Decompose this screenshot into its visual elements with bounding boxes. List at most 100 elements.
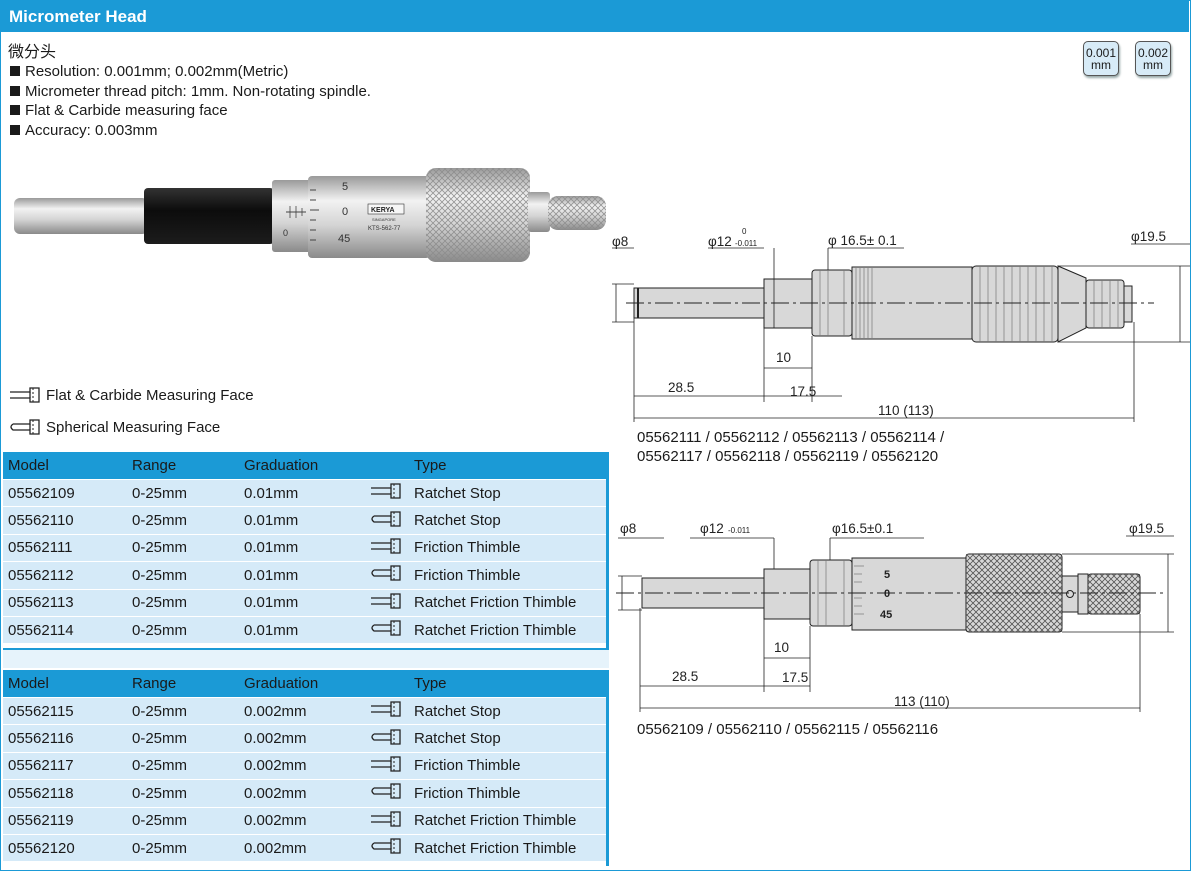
dwg1-dia-stem: φ12	[708, 234, 732, 249]
table-bottom-border	[3, 648, 609, 650]
cell-face-icon	[361, 506, 409, 535]
cell-range: 0-25mm	[127, 506, 239, 535]
dwg1-dia-spindle: φ8	[612, 234, 628, 249]
cell-range: 0-25mm	[127, 561, 239, 590]
dwg2-scale-mark: 5	[884, 569, 890, 581]
cell-range: 0-25mm	[127, 615, 239, 644]
cell-type: Friction Thimble	[409, 751, 609, 780]
cell-type: Ratchet Stop	[409, 724, 609, 753]
photo-spindle	[14, 198, 148, 234]
cell-graduation: 0.01mm	[239, 561, 361, 590]
photo-scale-mark: 5	[342, 181, 348, 193]
spherical-face-icon	[371, 728, 401, 745]
cell-type: Ratchet Stop	[409, 696, 609, 725]
flat-face-icon	[371, 701, 401, 717]
bullet-icon	[10, 85, 20, 96]
feature-item: Flat & Carbide measuring face	[10, 101, 371, 121]
cell-face-icon	[361, 615, 409, 644]
dwg2-dim-total: 113 (110)	[894, 694, 950, 709]
cell-type: Ratchet Stop	[409, 506, 609, 535]
cell-type: Ratchet Friction Thimble	[409, 588, 609, 617]
cell-range: 0-25mm	[127, 588, 239, 617]
resolution-badge-0002: 0.002 mm	[1135, 41, 1171, 76]
cell-model: 05562114	[3, 615, 127, 644]
col-header-graduation: Graduation	[239, 452, 361, 480]
spherical-face-icon	[371, 620, 401, 636]
photo-scale-mark: 0	[342, 206, 348, 218]
micrometer-photo: 0 5 0 45 KERYA SINGAPORE KTS-562-77	[14, 168, 606, 262]
cell-face-icon	[361, 833, 409, 862]
flat-face-icon	[371, 593, 401, 609]
cell-model: 05562118	[3, 779, 127, 808]
cell-range: 0-25mm	[127, 779, 239, 808]
col-header-range: Range	[127, 452, 239, 480]
cell-model: 05562117	[3, 751, 127, 780]
col-header-graduation: Graduation	[239, 670, 361, 698]
flat-face-icon	[371, 483, 401, 499]
dwg2-dim-17-5: 17.5	[782, 670, 808, 685]
cell-type: Ratchet Friction Thimble	[409, 615, 609, 644]
cell-graduation: 0.002mm	[239, 724, 361, 753]
dwg1-dia-stem-upper-tol: 0	[742, 227, 747, 236]
col-header-range: Range	[127, 670, 239, 698]
cell-type: Friction Thimble	[409, 561, 609, 590]
cell-face-icon	[361, 533, 409, 562]
photo-brand: KERYA	[371, 207, 395, 214]
col-header-type: Type	[409, 452, 609, 480]
spherical-face-icon	[371, 565, 401, 582]
resolution-badge-0001: 0.001 mm	[1083, 41, 1119, 76]
feature-item: Resolution: 0.001mm; 0.002mm(Metric)	[10, 62, 371, 82]
spherical-face-icon	[371, 510, 401, 527]
spherical-face-icon	[371, 783, 401, 800]
cell-face-icon	[361, 588, 409, 617]
cell-model: 05562120	[3, 833, 127, 862]
photo-neck	[528, 192, 550, 232]
dwg-taper	[1057, 265, 1087, 343]
cell-model: 05562112	[3, 561, 127, 590]
cell-graduation: 0.01mm	[239, 533, 361, 562]
cell-graduation: 0.002mm	[239, 806, 361, 835]
cell-model: 05562119	[3, 806, 127, 835]
dwg2-dia-stem-lower-tol: -0.011	[728, 526, 751, 535]
photo-locknut	[144, 188, 274, 244]
flat-face-icon	[371, 538, 401, 554]
photo-brand-sub: SINGAPORE	[372, 217, 396, 222]
dwg2-stem	[763, 568, 811, 620]
dwg1-dia-max: φ19.5	[1131, 229, 1166, 244]
photo-sleeve-zero: 0	[283, 228, 288, 238]
cell-range: 0-25mm	[127, 533, 239, 562]
dwg2-dim-28-5: 28.5	[672, 669, 698, 684]
table-header-row: Model Range Graduation Type	[3, 670, 609, 698]
cell-model: 05562116	[3, 724, 127, 753]
cell-graduation: 0.002mm	[239, 751, 361, 780]
cell-type: Ratchet Friction Thimble	[409, 833, 609, 862]
drawing1-caption: 05562111 / 05562112 / 05562113 / 0556211…	[637, 429, 945, 465]
dwg2-dia-stem: φ12	[700, 521, 724, 536]
bullet-icon	[10, 124, 20, 135]
spherical-face-icon	[10, 419, 40, 435]
bullet-icon	[10, 66, 20, 76]
flat-face-icon	[10, 387, 40, 403]
cell-graduation: 0.002mm	[239, 779, 361, 808]
cell-graduation: 0.01mm	[239, 506, 361, 535]
table-right-border	[606, 452, 609, 650]
col-header-model: Model	[3, 670, 127, 698]
cell-face-icon	[361, 696, 409, 725]
legend-spherical-face: Spherical Measuring Face	[8, 418, 220, 436]
feature-item: Micrometer thread pitch: 1mm. Non-rotati…	[10, 82, 371, 102]
cell-graduation: 0.002mm	[239, 833, 361, 862]
cell-range: 0-25mm	[127, 696, 239, 725]
cell-range: 0-25mm	[127, 478, 239, 507]
feature-list: Resolution: 0.001mm; 0.002mm(Metric) Mic…	[10, 62, 371, 140]
technical-drawing-top: φ8 φ12 0 -0.011 φ 16.5± 0.1 φ19.5 10 28.…	[612, 227, 1190, 422]
cell-range: 0-25mm	[127, 751, 239, 780]
drawing2-caption: 05562109 / 05562110 / 05562115 / 0556211…	[637, 721, 939, 738]
col-header-type: Type	[409, 670, 609, 698]
